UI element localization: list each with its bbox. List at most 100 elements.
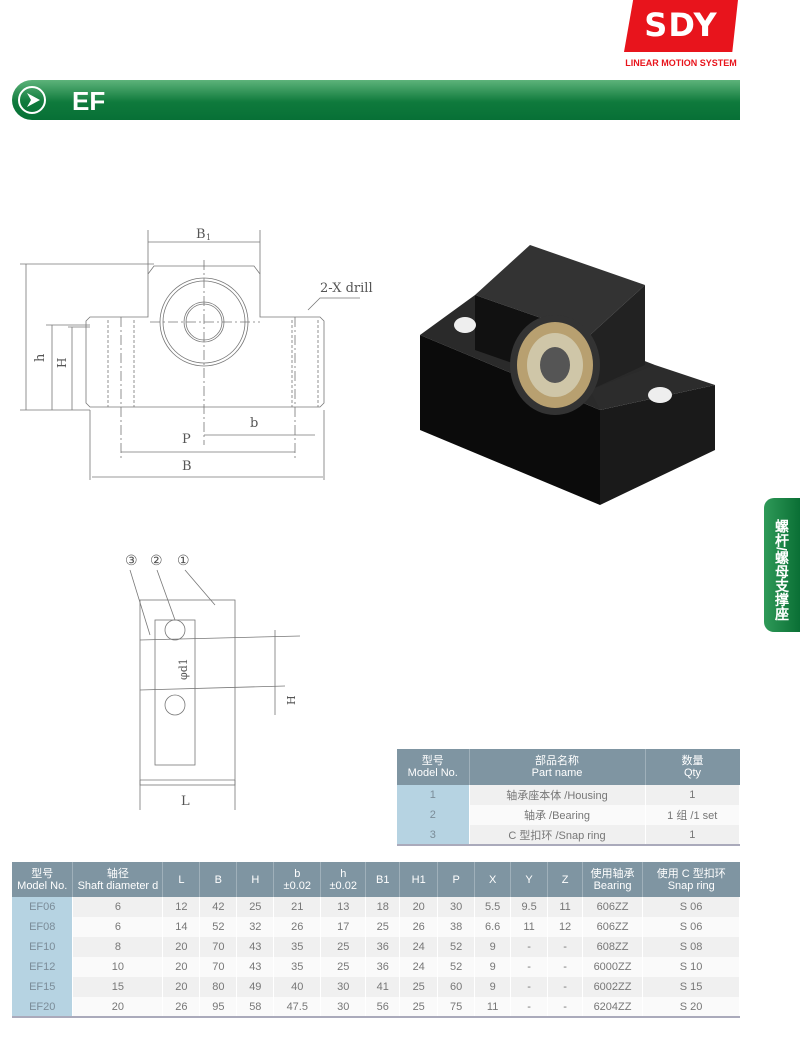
table-cell: 11 [474, 997, 512, 1018]
table-cell: - [510, 957, 549, 977]
callout-2: ② [150, 553, 163, 569]
label-h: h [33, 353, 48, 362]
table-cell: 26 [273, 917, 322, 937]
table-cell: 12 [547, 917, 584, 937]
table-cell: C 型扣环 /Snap ring [469, 825, 646, 846]
table-cell: 35 [273, 937, 322, 957]
product-photo [420, 245, 715, 505]
logo-tagline: LINEAR MOTION SYSTEM [625, 58, 737, 68]
table-cell: 30 [320, 977, 367, 997]
table-cell: 56 [365, 997, 401, 1018]
table-cell: 17 [320, 917, 367, 937]
col-header: H [236, 862, 275, 897]
table-cell: 11 [547, 897, 584, 917]
table-cell: 轴承座本体 /Housing [469, 785, 646, 805]
table-cell: 30 [320, 997, 367, 1018]
table-cell: 41 [365, 977, 401, 997]
table-cell: 42 [199, 897, 238, 917]
table-cell: 36 [365, 957, 401, 977]
table-cell: 14 [162, 917, 201, 937]
table-cell: 6000ZZ [582, 957, 644, 977]
brand-logo: SDY LINEAR MOTION SYSTEM [622, 0, 740, 72]
table-cell: 2 [397, 805, 470, 825]
table-cell: 9 [474, 977, 512, 997]
table-cell: 38 [437, 917, 476, 937]
side-view-drawing: ③ ② ① φd1 H L [125, 553, 301, 810]
col-header: P [437, 862, 476, 897]
table-cell: 36 [365, 937, 401, 957]
table-cell: 24 [399, 957, 439, 977]
label-h1: H [55, 358, 69, 368]
table-cell: 25 [320, 957, 367, 977]
table-cell: 20 [162, 977, 201, 997]
col-header: b±0.02 [273, 862, 322, 897]
front-view-drawing: B 1 2-X drill h H b P B [20, 227, 373, 480]
table-cell: 75 [437, 997, 476, 1018]
table-cell: - [510, 977, 549, 997]
table-cell: 608ZZ [582, 937, 644, 957]
table-cell: S 08 [642, 937, 740, 957]
table-cell: 轴承 /Bearing [469, 805, 646, 825]
category-side-tab[interactable]: 螺杆/螺母支撑座 [764, 498, 800, 632]
table-cell: - [547, 977, 584, 997]
arrow-right-circle-icon [18, 86, 46, 114]
table-cell: 6.6 [474, 917, 512, 937]
table-cell: 606ZZ [582, 897, 644, 917]
table-cell: 25 [236, 897, 275, 917]
label-H: H [285, 695, 298, 705]
table-cell: 52 [199, 917, 238, 937]
table-cell: 49 [236, 977, 275, 997]
table-cell: 9.5 [510, 897, 549, 917]
table-cell: EF10 [12, 937, 74, 957]
table-cell: 15 [72, 977, 164, 997]
col-header: L [162, 862, 201, 897]
table-cell: 35 [273, 957, 322, 977]
table-cell: 25 [399, 997, 439, 1018]
table-cell: 32 [236, 917, 275, 937]
table-cell: S 06 [642, 917, 740, 937]
col-header: Y [510, 862, 549, 897]
logo-mark [624, 0, 738, 52]
callout-1: ① [177, 553, 190, 569]
label-b1-sub: 1 [206, 233, 211, 242]
label-drill: 2-X drill [320, 281, 373, 296]
label-L: L [181, 794, 190, 809]
table-cell: 52 [437, 937, 476, 957]
table-cell: - [547, 937, 584, 957]
table-cell: 26 [162, 997, 201, 1018]
col-header: H1 [399, 862, 439, 897]
table-cell: 9 [474, 957, 512, 977]
label-d1: φd1 [177, 658, 190, 680]
table-cell: 8 [72, 937, 164, 957]
table-cell: EF08 [12, 917, 74, 937]
table-cell: 52 [437, 957, 476, 977]
table-cell: - [510, 997, 549, 1018]
table-cell: S 20 [642, 997, 740, 1018]
table-cell: 24 [399, 937, 439, 957]
table-cell: 20 [399, 897, 439, 917]
table-cell: 3 [397, 825, 470, 846]
table-cell: EF06 [12, 897, 74, 917]
logo-text: SDY [644, 6, 718, 44]
label-p: P [182, 432, 191, 447]
callout-3: ③ [125, 553, 138, 569]
table-cell: 30 [437, 897, 476, 917]
col-header: Z [547, 862, 584, 897]
col-header: X [474, 862, 512, 897]
table-cell: 11 [510, 917, 549, 937]
table-cell: 60 [437, 977, 476, 997]
table-cell: 70 [199, 937, 238, 957]
table-cell: - [510, 937, 549, 957]
